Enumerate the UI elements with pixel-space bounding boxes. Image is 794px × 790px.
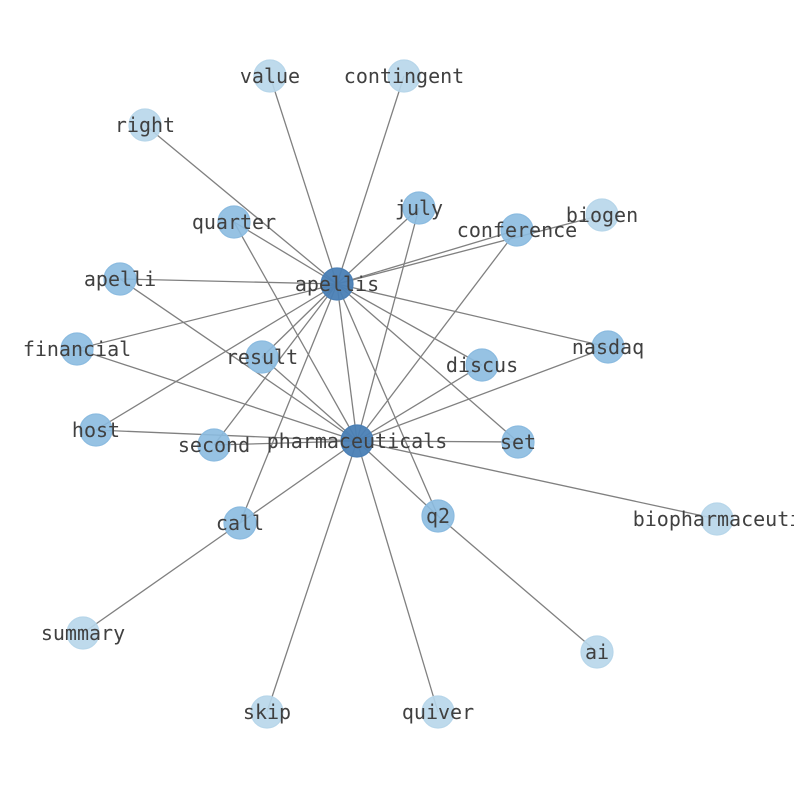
node-pharmaceuticals [340,424,374,458]
edge-pharmaceuticals-q2 [356,440,439,517]
node-skip [250,695,284,729]
edge-apellis-pharmaceuticals [336,283,358,442]
node-label-apelli: apelli [84,267,156,291]
edge-apellis-financial [76,283,338,350]
node-label-financial: financial [23,337,131,361]
edge-apellis-contingent [336,75,405,285]
node-label-set: set [500,430,536,454]
edge-pharmaceuticals-result [261,356,358,442]
labels-layer: apellis pharmaceuticals value contingent rig… [23,64,794,724]
edge-apellis-set [336,283,519,443]
node-label-pharmaceuticals: pharmaceuticals [267,429,448,453]
edge-call-summary [82,522,241,634]
node-biogen [585,198,619,232]
node-financial [60,332,94,366]
node-nasdaq [591,330,625,364]
node-q2 [421,499,455,533]
node-ai [580,635,614,669]
edge-apellis-discus [336,283,483,366]
edge-apellis-quarter [233,221,338,285]
edge-apellis-call [239,283,338,524]
node-label-value: value [240,64,300,88]
node-label-july: july [395,196,443,220]
node-apellis [320,267,354,301]
edge-pharmaceuticals-apelli [119,278,358,442]
node-discus [465,348,499,382]
node-label-skip: skip [243,700,291,724]
edge-apellis-result [261,283,338,358]
edge-pharmaceuticals-call [239,440,358,524]
node-quarter [217,205,251,239]
edge-pharmaceuticals-discus [356,364,483,442]
edge-pharmaceuticals-conference [356,229,518,442]
node-label-contingent: contingent [344,64,464,88]
edge-pharmaceuticals-july [356,207,420,442]
node-label-apellis: apellis [295,272,379,296]
edge-apellis-host [95,283,338,431]
node-quiver [421,695,455,729]
edge-pharmaceuticals-second [213,440,358,446]
node-biopharmaceutical [700,502,734,536]
edge-pharmaceuticals-nasdaq [356,346,609,442]
edge-apellis-biogen [336,214,603,285]
edge-pharmaceuticals-biopharmaceutical [356,440,718,520]
node-label-summary: summary [41,621,125,645]
nodes-layer [60,59,734,729]
edge-apellis-right [144,124,338,285]
edge-pharmaceuticals-quiver [356,440,439,713]
node-label-biopharmaceutical: biopharmaceuti [633,507,794,531]
node-label-quiver: quiver [402,700,474,724]
node-conference [500,213,534,247]
node-label-biogen: biogen [566,203,638,227]
node-july [402,191,436,225]
edge-pharmaceuticals-set [356,440,519,443]
node-label-result: result [226,345,298,369]
edge-pharmaceuticals-skip [266,440,358,713]
node-apelli [103,262,137,296]
node-second [197,428,231,462]
edge-apellis-conference [336,229,518,285]
node-label-quarter: quarter [192,210,276,234]
node-call [223,506,257,540]
node-label-conference: conference [457,218,577,242]
node-label-second: second [178,433,250,457]
node-value [253,59,287,93]
node-label-ai: ai [585,640,609,664]
edge-apellis-apelli [119,278,338,285]
node-label-call: call [216,511,264,535]
edges-layer [76,75,718,713]
node-label-q2: q2 [426,504,450,528]
node-summary [66,616,100,650]
node-host [79,413,113,447]
edge-pharmaceuticals-financial [76,348,358,442]
node-right [128,108,162,142]
edge-apellis-july [336,207,420,285]
edge-q2-ai [437,515,598,653]
node-contingent [387,59,421,93]
node-label-nasdaq: nasdaq [572,335,644,359]
node-set [501,425,535,459]
node-label-discus: discus [446,353,518,377]
edge-pharmaceuticals-quarter [233,221,358,442]
node-label-host: host [72,418,120,442]
edge-apellis-value [269,75,338,285]
node-label-right: right [115,113,175,137]
edge-apellis-nasdaq [336,283,609,348]
node-result [245,340,279,374]
